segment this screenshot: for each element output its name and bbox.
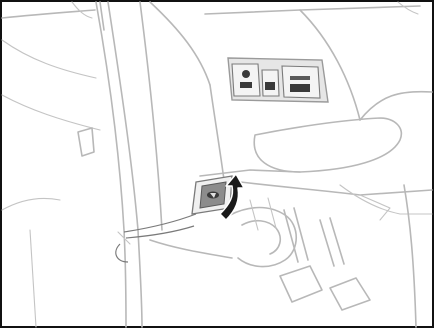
switch-panel: [228, 58, 328, 102]
